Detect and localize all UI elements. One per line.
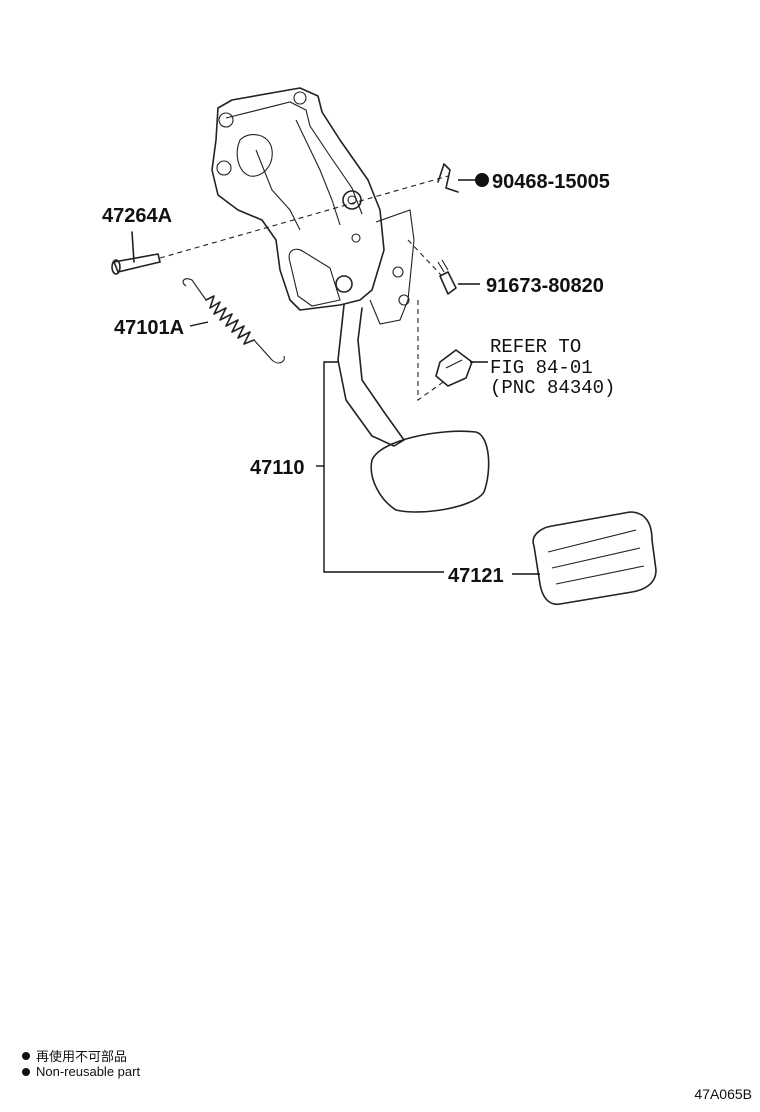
- switch-axis-line: [417, 300, 447, 402]
- pedal-pad-part-number: 47121: [448, 565, 504, 587]
- figure-code: 47A065B: [694, 1086, 752, 1102]
- legend-japanese-text: 再使用不可部品: [36, 1049, 128, 1064]
- legend-english: Non-reusable part: [22, 1064, 140, 1079]
- spring-leader: [189, 321, 209, 327]
- pedal-arm-leader: [323, 361, 444, 573]
- pin-axis-line: [159, 175, 449, 259]
- pin-part-number: 47264A: [102, 205, 172, 227]
- clip-drawing: [437, 163, 459, 193]
- refer-line-1: REFER TO: [490, 336, 581, 358]
- spring-drawing: [182, 278, 285, 364]
- refer-line-3: (PNC 84340): [490, 377, 615, 399]
- non-reusable-bullet-icon: [22, 1051, 30, 1060]
- switch-drawing: [435, 349, 473, 387]
- spring-part-number: 47101A: [114, 317, 184, 339]
- non-reusable-bullet-icon: [22, 1067, 30, 1076]
- pedal-arm-part-number: 47110: [250, 457, 305, 479]
- pedal-pad-drawing: [532, 511, 657, 606]
- refer-line-2: FIG 84-01: [490, 357, 593, 379]
- pin-drawing: [111, 231, 161, 275]
- clip-part-number: 90468-15005: [492, 171, 610, 193]
- non-reusable-marker: [475, 173, 489, 187]
- pedal-bracket-drawing: [211, 87, 490, 513]
- bolt-drawing: [437, 259, 457, 295]
- legend-english-text: Non-reusable part: [36, 1064, 141, 1079]
- legend-japanese: 再使用不可部品: [22, 1046, 127, 1065]
- bolt-part-number: 91673-80820: [486, 275, 604, 297]
